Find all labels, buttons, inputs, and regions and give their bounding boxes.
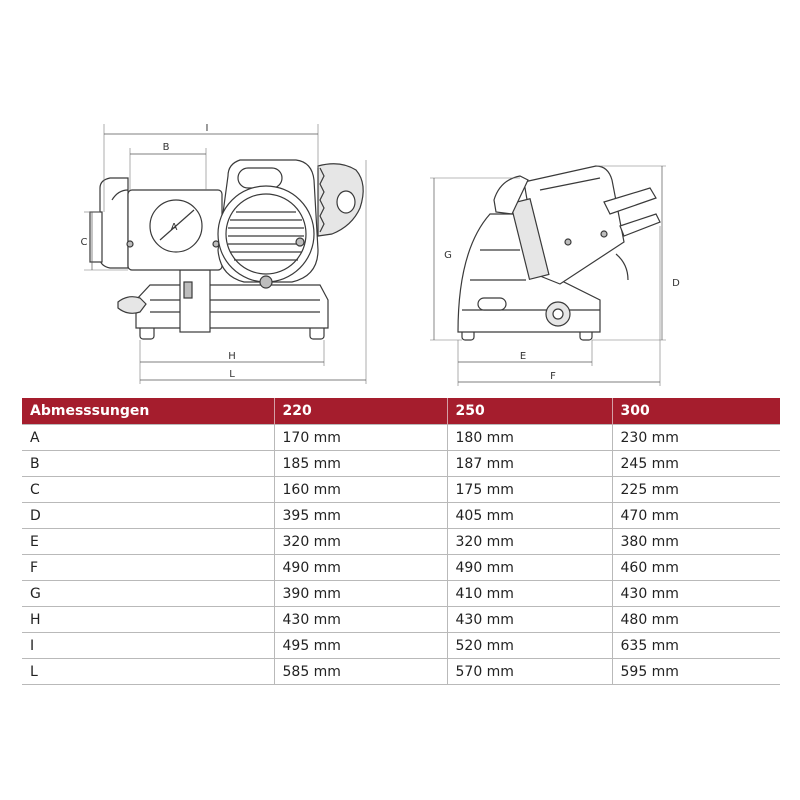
dimension-letter-cell: H bbox=[22, 606, 274, 633]
dimension-letter-cell: C bbox=[22, 476, 274, 503]
dimension-letter-cell: E bbox=[22, 528, 274, 555]
dim-label-c: C bbox=[81, 237, 88, 248]
dimension-value-cell: 635 mm bbox=[611, 632, 780, 659]
dim-label-d: D bbox=[672, 278, 680, 289]
dim-label-h: H bbox=[228, 351, 236, 362]
dimension-lines-side bbox=[430, 165, 666, 386]
front-view: I B A C H L bbox=[81, 123, 367, 384]
dimension-value-cell: 225 mm bbox=[611, 476, 780, 503]
dimension-value-cell: 490 mm bbox=[273, 554, 447, 581]
header-cell-size-220: 220 bbox=[273, 398, 447, 425]
dim-label-l: L bbox=[229, 369, 235, 380]
dimension-value-cell: 245 mm bbox=[611, 450, 780, 477]
dimension-value-cell: 480 mm bbox=[611, 606, 780, 633]
dimension-letter-cell: G bbox=[22, 580, 274, 607]
dimension-value-cell: 230 mm bbox=[611, 424, 780, 451]
dimension-lines-front bbox=[84, 124, 367, 384]
dimension-value-cell: 405 mm bbox=[446, 502, 612, 529]
header-cell-dimension: Abmesssungen bbox=[22, 398, 274, 425]
dim-label-e: E bbox=[520, 351, 526, 362]
dimension-value-cell: 495 mm bbox=[273, 632, 447, 659]
dimension-letter-cell: A bbox=[22, 424, 274, 451]
dimension-value-cell: 390 mm bbox=[273, 580, 447, 607]
dimension-value-cell: 175 mm bbox=[446, 476, 612, 503]
dimension-value-cell: 430 mm bbox=[273, 606, 447, 633]
dimension-letter-cell: I bbox=[22, 632, 274, 659]
dimension-value-cell: 160 mm bbox=[273, 476, 447, 503]
dimension-letter-cell: F bbox=[22, 554, 274, 581]
dimension-value-cell: 180 mm bbox=[446, 424, 612, 451]
dimension-value-cell: 585 mm bbox=[273, 658, 447, 685]
dimension-value-cell: 187 mm bbox=[446, 450, 612, 477]
dim-label-g: G bbox=[444, 250, 452, 261]
dimension-value-cell: 520 mm bbox=[446, 632, 612, 659]
table-header-row: Abmesssungen 220 250 300 bbox=[22, 398, 780, 425]
dimension-letter-cell: B bbox=[22, 450, 274, 477]
header-cell-size-250: 250 bbox=[446, 398, 612, 425]
dimension-value-cell: 460 mm bbox=[611, 554, 780, 581]
dimension-value-cell: 320 mm bbox=[273, 528, 447, 555]
dimension-value-cell: 490 mm bbox=[446, 554, 612, 581]
dimension-value-cell: 410 mm bbox=[446, 580, 612, 607]
dimension-drawing: I B A C H L bbox=[81, 123, 680, 386]
side-view: G D E F bbox=[430, 165, 680, 386]
dimension-value-cell: 380 mm bbox=[611, 528, 780, 555]
dim-label-i: I bbox=[206, 123, 209, 134]
dimension-value-cell: 430 mm bbox=[446, 606, 612, 633]
blade-ribs bbox=[228, 211, 304, 261]
dimension-value-cell: 395 mm bbox=[273, 502, 447, 529]
dimension-value-cell: 430 mm bbox=[611, 580, 780, 607]
dimension-value-cell: 595 mm bbox=[611, 658, 780, 685]
dimension-value-cell: 185 mm bbox=[273, 450, 447, 477]
dimension-value-cell: 170 mm bbox=[273, 424, 447, 451]
dimension-letter-cell: D bbox=[22, 502, 274, 529]
dim-label-a: A bbox=[171, 222, 178, 233]
dim-label-b: B bbox=[163, 142, 170, 153]
header-cell-size-300: 300 bbox=[611, 398, 780, 425]
dimension-value-cell: 570 mm bbox=[446, 658, 612, 685]
dimension-letter-cell: L bbox=[22, 658, 274, 685]
dimension-value-cell: 470 mm bbox=[611, 502, 780, 529]
dim-label-f: F bbox=[550, 371, 556, 382]
dimension-value-cell: 320 mm bbox=[446, 528, 612, 555]
